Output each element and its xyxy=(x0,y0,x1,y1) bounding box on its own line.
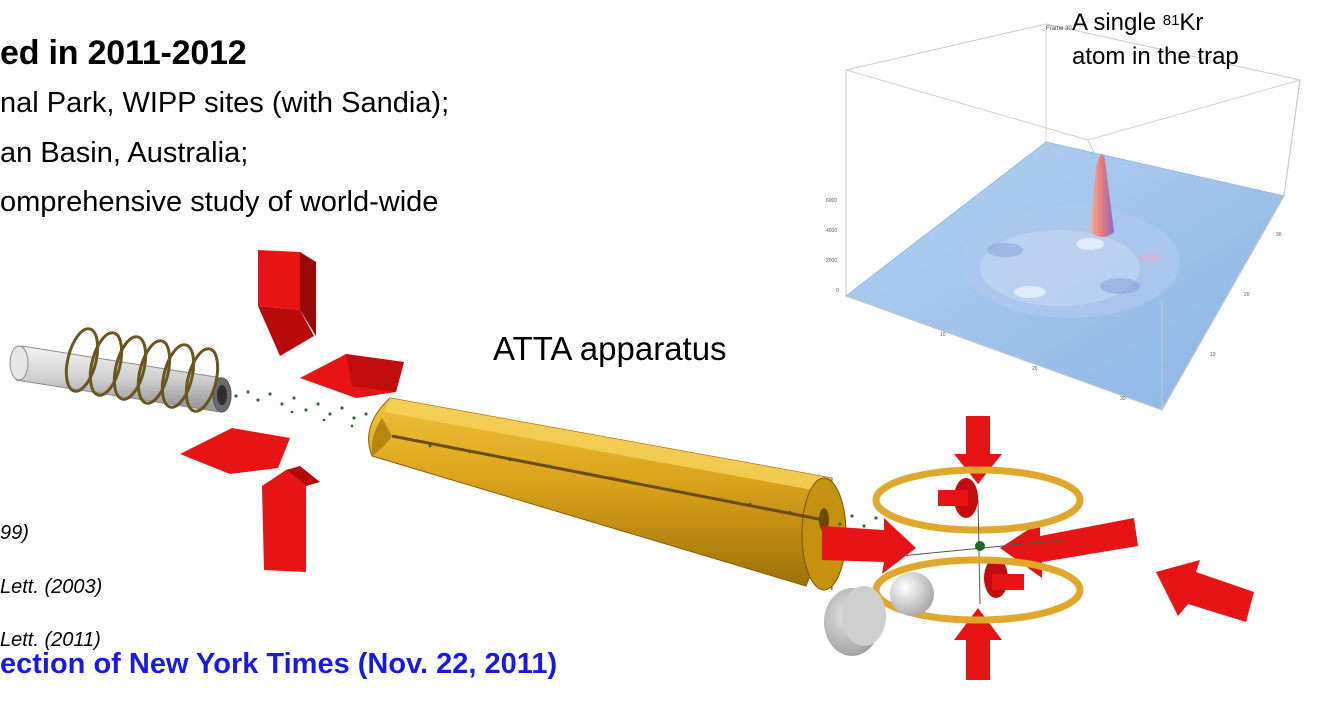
z-tick: 4000 xyxy=(826,228,837,234)
z-tick: 0 xyxy=(836,288,839,294)
zeeman-slower xyxy=(368,397,847,591)
trap-caption-element: Kr xyxy=(1179,9,1204,36)
slide-heading: ed in 2011-2012 xyxy=(0,34,247,72)
z-tick: 2000 xyxy=(826,258,837,264)
x-tick: 30 xyxy=(1120,396,1126,402)
rf-coil xyxy=(64,327,220,413)
nyt-note: ection of New York Times (Nov. 22, 2011) xyxy=(0,648,558,680)
y-tick: 30 xyxy=(1276,232,1282,238)
body-line-1: nal Park, WIPP sites (with Sandia); xyxy=(0,87,450,119)
trap-caption-pre: A single xyxy=(1072,9,1163,36)
apparatus-label: ATTA apparatus xyxy=(493,330,727,367)
body-line-2: an Basin, Australia; xyxy=(0,137,249,169)
source-tube xyxy=(9,345,232,413)
citation-2: Lett. (2003) xyxy=(0,576,103,598)
citation-3: Lett. (2011) xyxy=(0,629,101,651)
trap-caption-isotope: 81 xyxy=(1162,12,1180,29)
body-line-3: omprehensive study of world-wide xyxy=(0,186,439,218)
x-tick: 20 xyxy=(1032,366,1038,372)
y-tick: 10 xyxy=(1210,352,1216,358)
transverse-laser-beams xyxy=(180,250,404,572)
plot-frame-label: Frame 30 xyxy=(1046,26,1072,32)
trap-plot: 6000 4000 2000 0 10 20 30 10 20 30 xyxy=(826,23,1301,411)
x-tick: 10 xyxy=(940,332,946,338)
mot-trap xyxy=(822,416,1254,680)
trap-caption: A single 81Kr atom in the trap xyxy=(1072,6,1239,74)
trap-caption-line-1: A single 81Kr xyxy=(1072,6,1239,40)
trap-caption-line-2: atom in the trap xyxy=(1072,43,1239,70)
citation-1: 99) xyxy=(0,522,29,544)
z-tick: 6000 xyxy=(826,198,837,204)
y-tick: 20 xyxy=(1244,292,1250,298)
